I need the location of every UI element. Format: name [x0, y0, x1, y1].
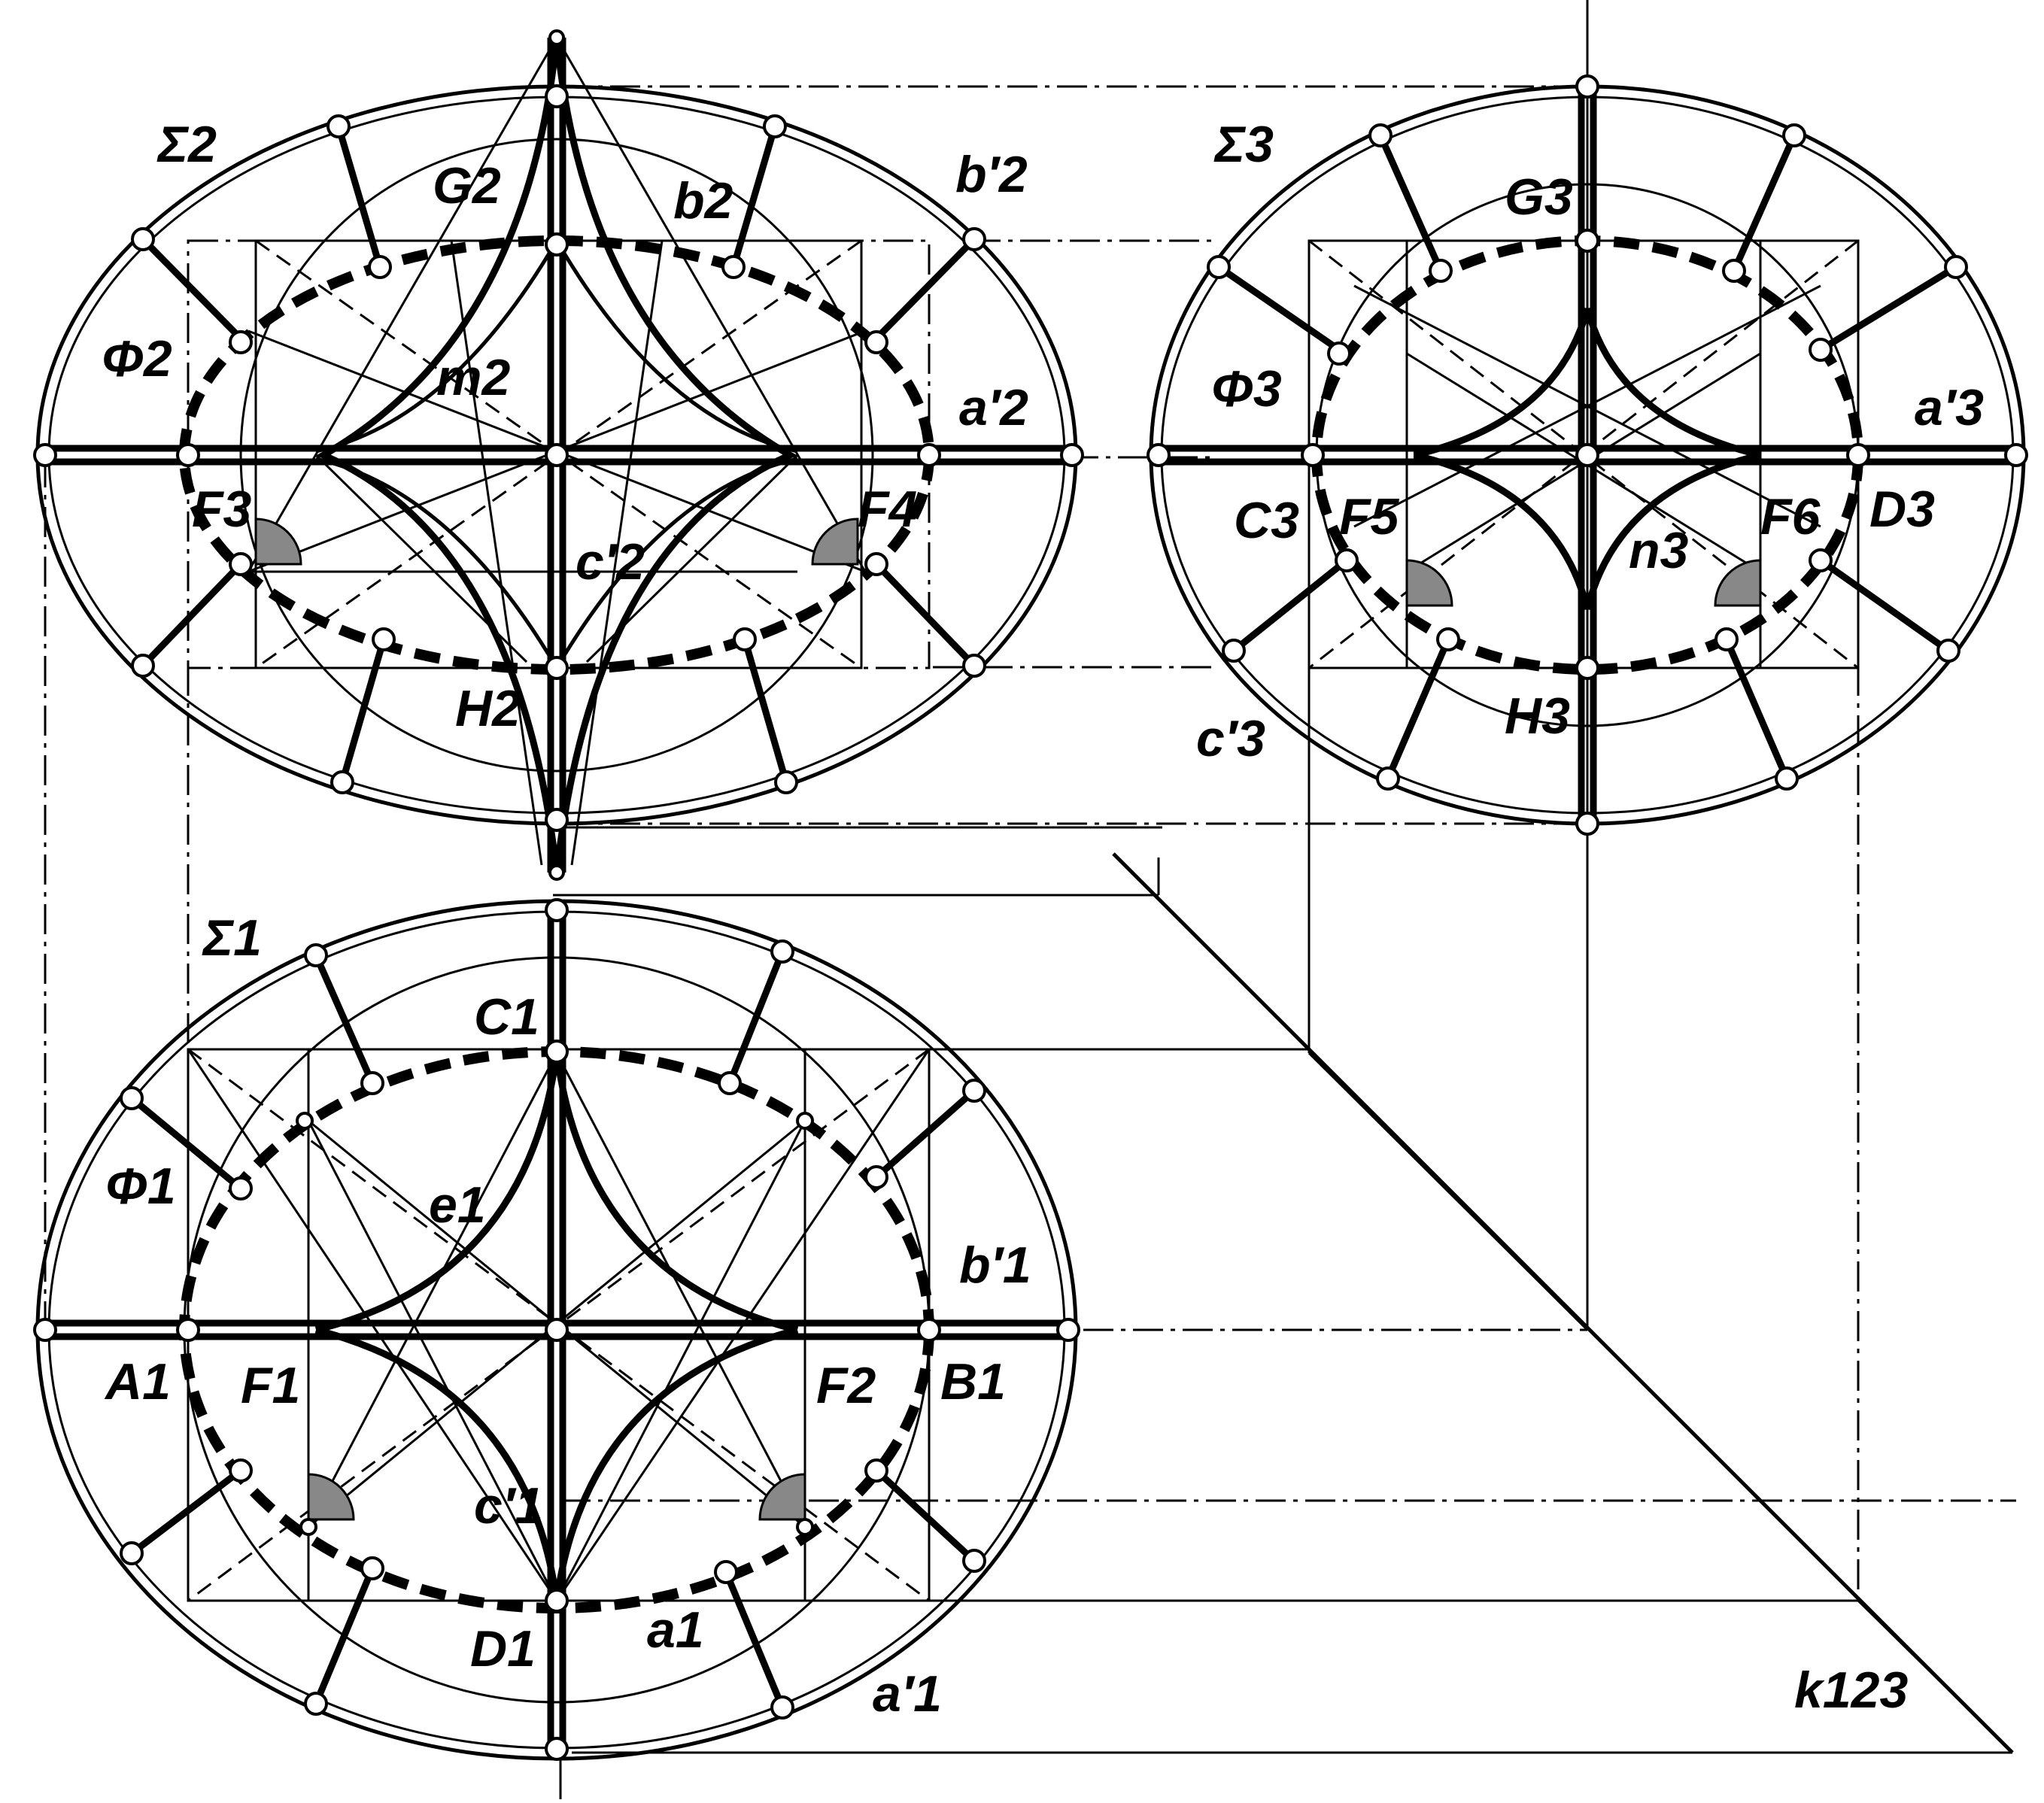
view-3	[1147, 74, 2028, 836]
label-c1p: c′1	[474, 1477, 543, 1534]
label-c3p: c′3	[1196, 710, 1265, 767]
label-phi3: Φ3	[1211, 360, 1282, 417]
label-F3: F3	[192, 481, 252, 538]
label-sigma1: Σ1	[202, 909, 262, 967]
label-C1: C1	[474, 988, 539, 1046]
label-F6: F6	[1760, 488, 1821, 545]
label-phi2: Φ2	[102, 330, 172, 387]
label-H3: H3	[1505, 688, 1570, 745]
label-a1p: a′1	[873, 1665, 942, 1723]
label-b1p: b′1	[959, 1237, 1031, 1294]
label-A1: A1	[104, 1353, 171, 1410]
label-b2p: b′2	[955, 146, 1028, 203]
view-1	[33, 898, 1080, 1761]
label-C3: C3	[1234, 492, 1299, 549]
label-F1: F1	[241, 1357, 300, 1414]
label-a2p: a′2	[959, 379, 1028, 436]
label-F5: F5	[1339, 488, 1400, 545]
label-a1: a1	[647, 1601, 704, 1659]
label-H2: H2	[455, 680, 521, 737]
labels: Σ2 Σ3 Σ1 G2 G3 b2 b′2 b′1 a′2 a′3 a1 a′1…	[102, 116, 1984, 1723]
label-G2: G2	[433, 157, 501, 214]
label-D1: D1	[470, 1620, 536, 1677]
label-phi1: Φ1	[105, 1158, 176, 1215]
view-2	[33, 29, 1084, 881]
label-c2p: c′2	[576, 533, 645, 590]
label-m2: m2	[436, 349, 510, 406]
label-D3: D3	[1869, 481, 1935, 538]
label-F2: F2	[816, 1357, 876, 1414]
label-G3: G3	[1505, 168, 1573, 226]
label-k123: k123	[1794, 1662, 1908, 1719]
label-F4: F4	[858, 481, 917, 538]
label-B1: B1	[940, 1353, 1006, 1410]
label-a3p: a′3	[1915, 379, 1984, 436]
label-b2: b2	[673, 172, 733, 229]
label-sigma3: Σ3	[1213, 116, 1274, 173]
label-e1: e1	[429, 1176, 486, 1234]
projection-lines	[44, 0, 2016, 1799]
label-n3: n3	[1629, 522, 1689, 579]
label-sigma2: Σ2	[156, 116, 217, 173]
